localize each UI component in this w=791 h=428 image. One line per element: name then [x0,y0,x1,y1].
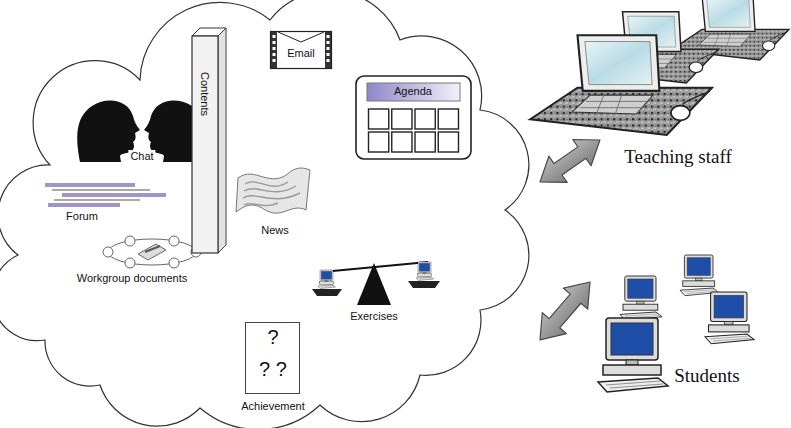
forum-bar [45,183,135,187]
envelope-body [271,32,332,69]
member-seat [125,258,135,268]
film-hole [327,41,330,44]
pan-computer [416,262,434,281]
film-hole [273,53,276,56]
node-label: News [261,224,289,237]
node-label: Email [287,47,315,60]
newspaper [236,168,310,213]
book-pages [218,28,226,253]
node-label: Achievement [241,400,305,413]
desktop-computer [620,276,662,320]
cloud-outline [0,0,529,428]
balance-pan [312,289,342,296]
member-seat [169,258,179,268]
pan-computer [318,270,336,289]
book-cover [192,36,218,253]
node-outline [590,255,788,425]
node-outline [520,0,790,140]
pencil [145,246,160,252]
node-envelope: Email [270,31,332,69]
node-label: Exercises [350,310,398,323]
film-hole [273,35,276,38]
node-agenda: Agenda [355,75,472,160]
agenda-cell [392,132,412,152]
page-lines [220,30,224,251]
forum-icon [45,183,166,207]
node-label: Teaching staff [624,146,732,168]
balance-pivot [357,263,391,305]
agenda-cell [415,132,435,152]
node-label: Forum [66,210,98,223]
agenda-bar [367,83,460,101]
agenda-cell [392,109,412,129]
film-hole [327,53,330,56]
member-seat [169,236,179,246]
node-label: Contents [199,72,212,116]
agenda-cell [415,109,435,129]
balance-pan [408,281,440,288]
film-hole [273,47,276,50]
node-paper: ?? ?Achievement [245,322,300,394]
node-book: Contents [188,22,230,257]
workgroup-icon [103,236,201,268]
double-arrow [540,139,600,182]
desktop-computer [705,292,754,344]
agenda-cell [438,109,458,129]
chat-heads [77,101,206,162]
film-strip [271,32,277,68]
node-none: Teaching staff [520,0,790,140]
film-hole [273,41,276,44]
forum-bar [62,193,166,197]
node-label: Chat [128,150,155,163]
film-hole [327,59,330,62]
member-seat [125,236,135,246]
film-hole [273,59,276,62]
node-none: Students [590,255,788,425]
film-hole [327,47,330,50]
laptop [530,35,712,135]
film-hole [327,35,330,38]
double-arrow [540,282,590,340]
agenda-cell [438,132,458,152]
agenda-frame [356,76,471,159]
forum-line [52,190,150,191]
news-icon [236,168,310,213]
newspaper-lines [243,182,300,206]
node-label: ? ? [259,358,287,381]
member-seat [103,247,113,257]
node-cloud: ChatForumNewsWorkgroup documentsExercise… [0,0,540,428]
desktop-computer [598,318,668,392]
node-label: Workgroup documents [77,272,187,285]
node-label: Students [674,365,739,387]
desktop-computer [680,255,719,296]
agenda-cell [369,109,389,129]
node-outline [188,22,230,257]
forum-bar [48,203,120,207]
table-ring [108,239,196,265]
shared-document [138,244,166,260]
balance-icon [312,262,440,305]
agenda-cell [369,132,389,152]
film-strip [325,32,331,68]
forum-line [54,200,140,201]
envelope-flap [278,32,324,42]
node-label: ? [267,326,278,349]
node-label: Agenda [394,85,432,98]
test-sheet [246,323,300,394]
